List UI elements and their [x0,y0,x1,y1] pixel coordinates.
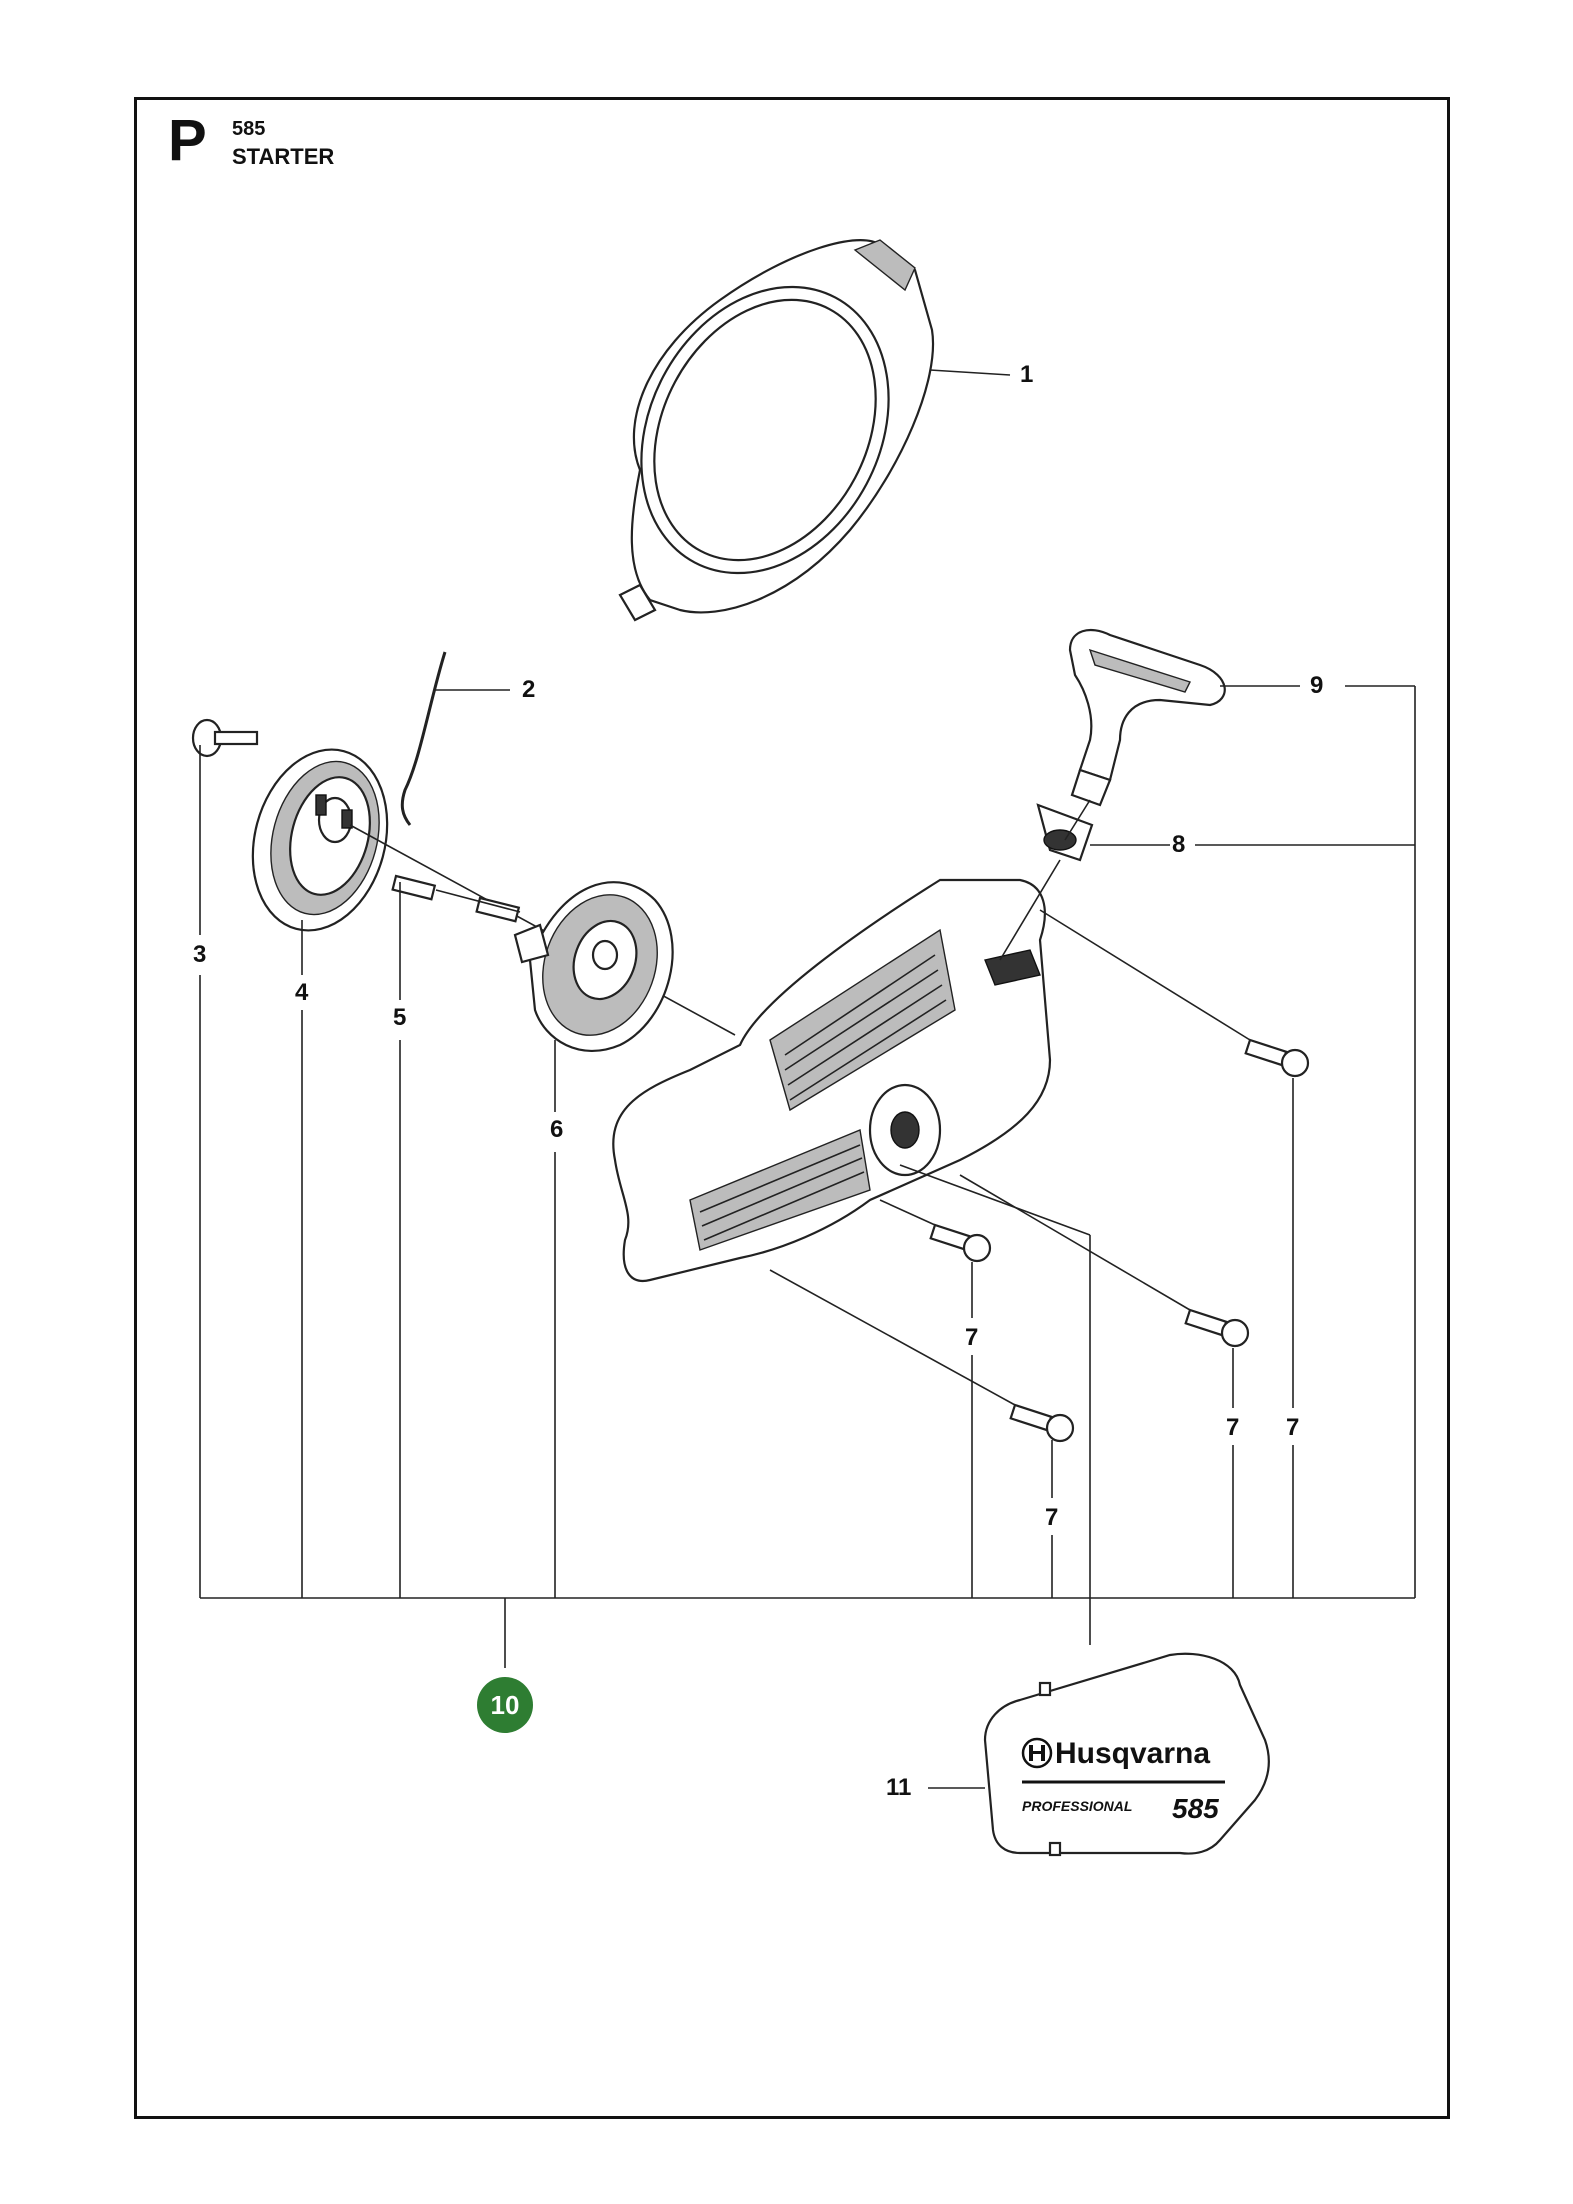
callout-9: 9 [1310,672,1323,699]
section-title: STARTER [232,144,335,169]
starter-housing [612,878,1052,1283]
part-7-screw-bottom [1009,1403,1075,1443]
callout-7-b: 7 [1045,1504,1058,1531]
part-2-starter-rope [400,651,447,826]
callout-2: 2 [522,676,535,703]
part-6-spring-cassette [513,881,674,1052]
callout-6: 6 [550,1116,563,1143]
husqvarna-logo-icon [1021,1737,1053,1769]
part-5-pins [391,874,521,923]
callout-1: 1 [1020,361,1033,388]
part-7-screw-middle [929,1223,992,1263]
part-8-rope-bushing [1036,803,1094,862]
callout-4: 4 [295,979,309,1006]
part-7-screw-upper-right [1244,1038,1310,1078]
callout-11: 11 [886,1774,911,1801]
callout-8: 8 [1172,831,1185,858]
part-11-decal: Husqvarna PROFESSIONAL 585 [983,1652,1270,1857]
part-1-cover-ring [618,239,935,622]
part-9-starter-handle [1068,628,1226,807]
callout-10: 10 [491,1690,520,1720]
decal-line: PROFESSIONAL [1022,1798,1132,1814]
part-3-center-screw [191,718,259,758]
callout-7-c: 7 [1226,1414,1239,1441]
assembly-bracket [199,685,1416,1668]
model-number: 585 [232,118,266,140]
callout-10-assembly-badge: 10 [477,1677,533,1733]
part-4-rope-pulley [251,748,389,932]
part-7-screw-lower-right [1184,1308,1250,1348]
callout-5: 5 [393,1004,406,1031]
decal-model: 585 [1172,1793,1219,1824]
page-letter: P [168,108,207,173]
callout-3: 3 [193,941,206,968]
drawing-frame [134,97,1450,2119]
callout-7-a: 7 [965,1324,978,1351]
decal-brand: Husqvarna [1055,1737,1210,1770]
callout-7-d: 7 [1286,1414,1299,1441]
